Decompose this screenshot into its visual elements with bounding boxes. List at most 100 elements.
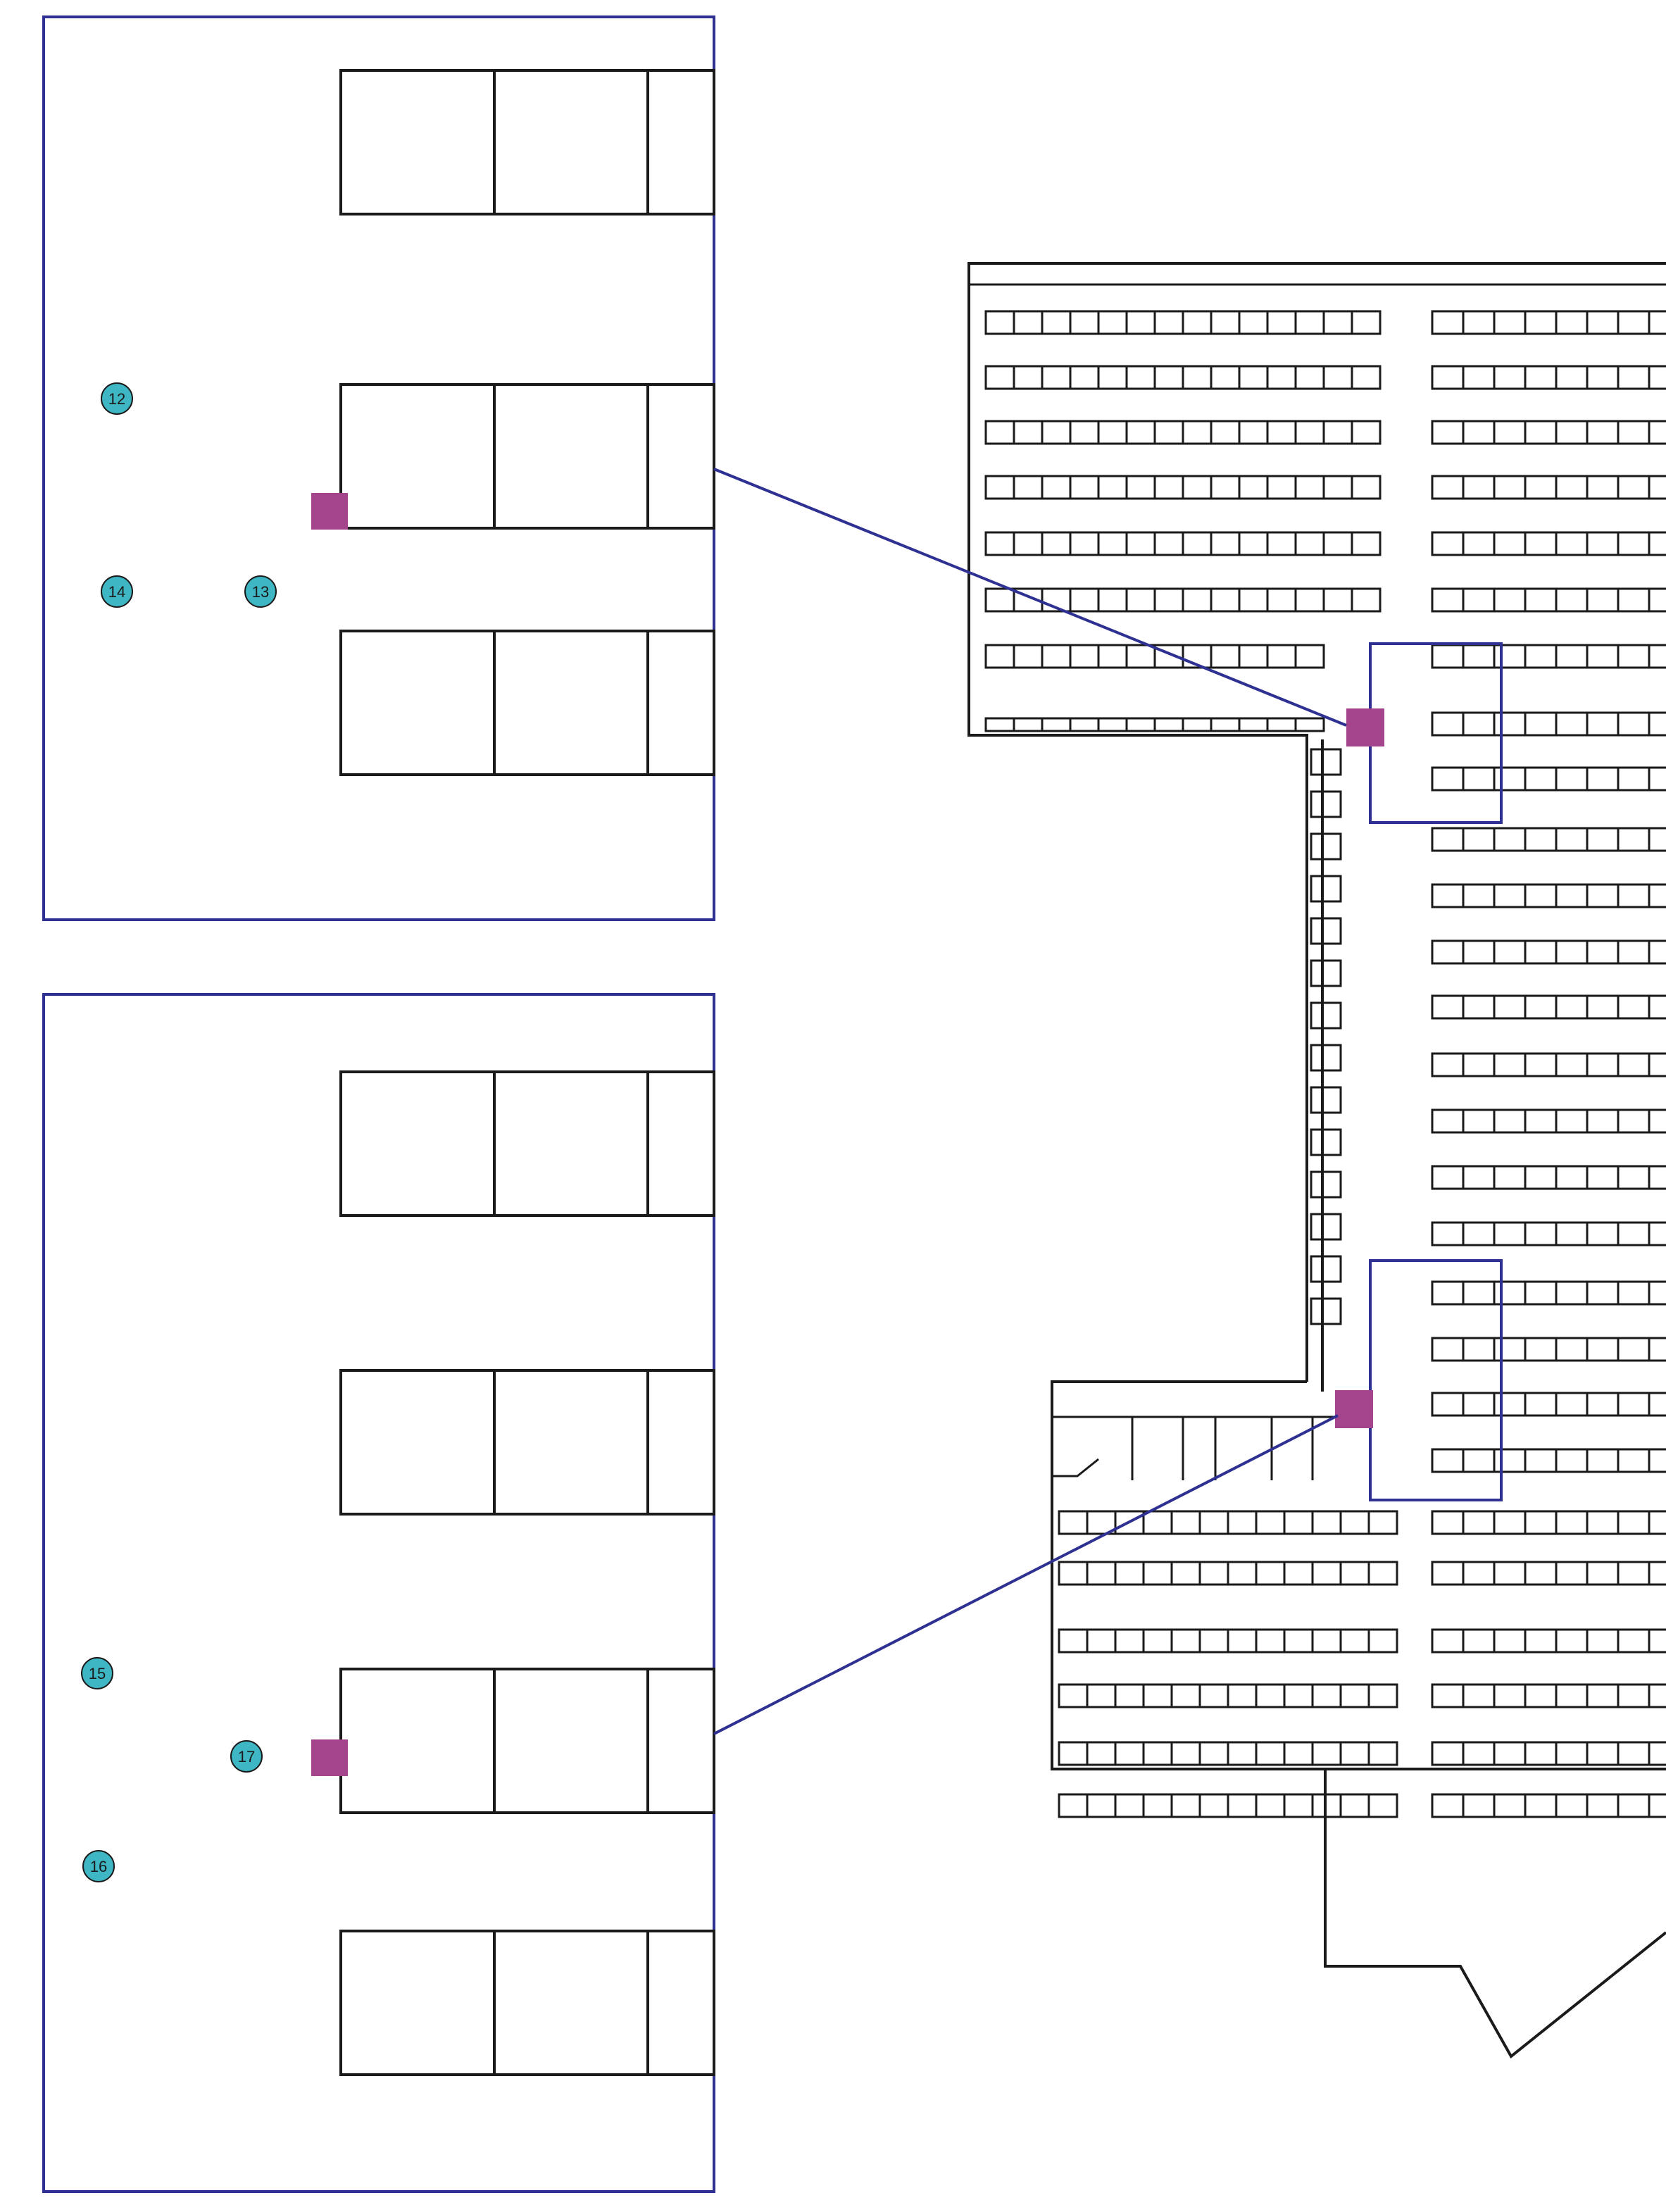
marker-14: 14 bbox=[101, 575, 133, 608]
rack-row bbox=[1431, 1337, 1666, 1362]
sensor-square-icon bbox=[311, 1739, 348, 1776]
rack-row bbox=[1431, 1741, 1666, 1766]
numbered-circle-icon bbox=[82, 1850, 115, 1882]
shelf-block bbox=[339, 630, 715, 776]
shelf-block bbox=[339, 1668, 715, 1814]
zoom-connectors bbox=[713, 468, 1347, 1735]
rack-row bbox=[984, 310, 1382, 335]
storage-unit bbox=[1310, 1001, 1342, 1030]
storage-unit bbox=[1310, 832, 1342, 861]
marker-16: 16 bbox=[82, 1850, 115, 1882]
storage-unit bbox=[1310, 1086, 1342, 1114]
zoom-region-top bbox=[1369, 642, 1503, 824]
rack-row bbox=[1431, 827, 1666, 852]
marker-12: 12 bbox=[101, 382, 133, 415]
rack-row bbox=[1431, 883, 1666, 908]
rack-row bbox=[1431, 1108, 1666, 1134]
storage-unit bbox=[1310, 1128, 1342, 1156]
sensor-square-icon bbox=[311, 493, 348, 530]
rack-row bbox=[1431, 766, 1666, 792]
rack-row bbox=[1431, 1052, 1666, 1077]
numbered-circle-icon bbox=[230, 1740, 263, 1773]
numbered-circle-icon bbox=[101, 575, 133, 608]
rack-row bbox=[1058, 1793, 1398, 1818]
connector-bottom bbox=[713, 1414, 1339, 1735]
rack-row bbox=[1431, 1561, 1666, 1586]
rack-rows bbox=[984, 310, 1666, 1818]
storage-unit bbox=[1310, 790, 1342, 818]
shelf-block bbox=[339, 383, 715, 530]
rack-row bbox=[1431, 587, 1666, 613]
rack-row bbox=[984, 420, 1382, 445]
zoom-inset-top: 12 13 14 bbox=[42, 15, 715, 921]
storage-unit bbox=[1310, 917, 1342, 945]
inset-frame-top bbox=[42, 15, 715, 921]
rack-row bbox=[984, 531, 1382, 556]
zoom-inset-bottom: 15 16 17 bbox=[42, 993, 715, 2193]
storage-unit bbox=[1310, 1255, 1342, 1283]
storage-unit bbox=[1310, 875, 1342, 903]
rack-row bbox=[984, 365, 1382, 390]
numbered-circle-icon bbox=[101, 382, 133, 415]
rack-row bbox=[1431, 1628, 1666, 1654]
inset-bottom-shelving bbox=[339, 1070, 715, 2076]
connector-top bbox=[713, 468, 1347, 727]
rack-row bbox=[1431, 711, 1666, 737]
storage-unit bbox=[1310, 959, 1342, 987]
rack-row bbox=[1431, 1793, 1666, 1818]
marker-label: 15 bbox=[89, 1665, 106, 1682]
marker-label: 12 bbox=[108, 390, 125, 408]
rack-row bbox=[1431, 1448, 1666, 1473]
marker-label: 14 bbox=[108, 583, 125, 601]
shelf-block bbox=[339, 1070, 715, 1217]
corridor-storage-units bbox=[1310, 748, 1342, 1325]
building-floor-plan bbox=[967, 262, 1666, 2059]
numbered-circle-icon bbox=[244, 575, 277, 608]
marker-17: 17 bbox=[230, 1740, 263, 1773]
shelf-block bbox=[339, 1369, 715, 1516]
rack-row bbox=[1058, 1561, 1398, 1586]
rack-row bbox=[1431, 1510, 1666, 1535]
storage-unit bbox=[1310, 1170, 1342, 1199]
storage-unit bbox=[1310, 1213, 1342, 1241]
rack-row bbox=[984, 644, 1325, 669]
rack-row bbox=[984, 587, 1382, 613]
rack-row bbox=[984, 475, 1382, 500]
marker-13: 13 bbox=[244, 575, 277, 608]
rack-row bbox=[1431, 644, 1666, 669]
marker-15: 15 bbox=[81, 1657, 113, 1689]
rack-row bbox=[1058, 1628, 1398, 1654]
rack-row bbox=[1058, 1741, 1398, 1766]
sensor-square-icon bbox=[1335, 1390, 1373, 1428]
rack-row bbox=[1431, 939, 1666, 965]
marker-label: 17 bbox=[238, 1748, 255, 1766]
office-row bbox=[1051, 1416, 1341, 1480]
rack-row bbox=[1431, 1221, 1666, 1246]
rack-row bbox=[1058, 1683, 1398, 1708]
rack-row bbox=[1431, 1280, 1666, 1306]
storage-unit bbox=[1310, 1044, 1342, 1072]
shelf-block bbox=[339, 69, 715, 215]
marker-label: 13 bbox=[252, 583, 269, 601]
rack-row bbox=[1431, 1683, 1666, 1708]
inset-top-shelving bbox=[339, 69, 715, 776]
inset-frame-bottom bbox=[42, 993, 715, 2193]
shelf-block bbox=[339, 1930, 715, 2076]
sensor-square-icon bbox=[1346, 708, 1384, 746]
storage-unit bbox=[1310, 1297, 1342, 1325]
rack-row bbox=[984, 717, 1325, 732]
rack-row bbox=[1431, 310, 1666, 335]
rack-row bbox=[1058, 1510, 1398, 1535]
numbered-circle-icon bbox=[81, 1657, 113, 1689]
rack-row bbox=[1431, 365, 1666, 390]
zoom-region-bottom bbox=[1369, 1259, 1503, 1501]
rack-row bbox=[1431, 1392, 1666, 1417]
storage-unit bbox=[1310, 748, 1342, 776]
rack-row bbox=[1431, 994, 1666, 1020]
rack-row bbox=[1431, 475, 1666, 500]
marker-label: 16 bbox=[90, 1858, 107, 1875]
rack-row bbox=[1431, 531, 1666, 556]
rack-row bbox=[1431, 1165, 1666, 1190]
